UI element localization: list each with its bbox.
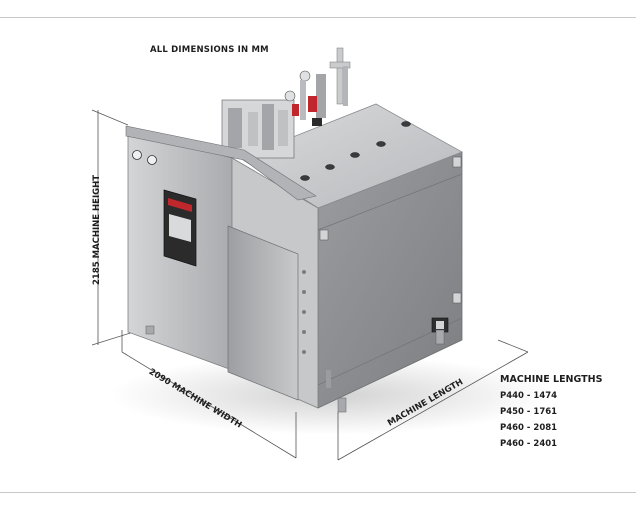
top-rail [125,125,317,201]
door-bolts [302,270,306,354]
length-row: P460 - 2401 [500,439,558,449]
length-row: P460 - 2081 [500,423,558,433]
machine-feet [145,325,445,413]
length-dimension [337,339,529,461]
door-handle [326,370,331,388]
machine-lengths-table: MACHINE LENGTHS P440 - 1474 P450 - 1761 … [500,374,602,455]
side-vent [431,317,449,333]
side-brackets [319,156,462,304]
length-row: P440 - 1474 [500,391,558,401]
door-opening [227,225,299,401]
top-divider [0,17,636,18]
bottom-divider [0,492,636,493]
height-dimension-label: 2185 MACHINE HEIGHT [92,174,102,285]
control-panel [163,189,197,267]
dimensions-note: ALL DIMENSIONS IN MM [150,45,269,55]
length-row: P450 - 1761 [500,407,558,417]
top-ports [300,121,411,181]
width-dimension [121,330,297,459]
pressure-gauges [132,150,157,165]
machine-lengths-title: MACHINE LENGTHS [500,374,603,385]
